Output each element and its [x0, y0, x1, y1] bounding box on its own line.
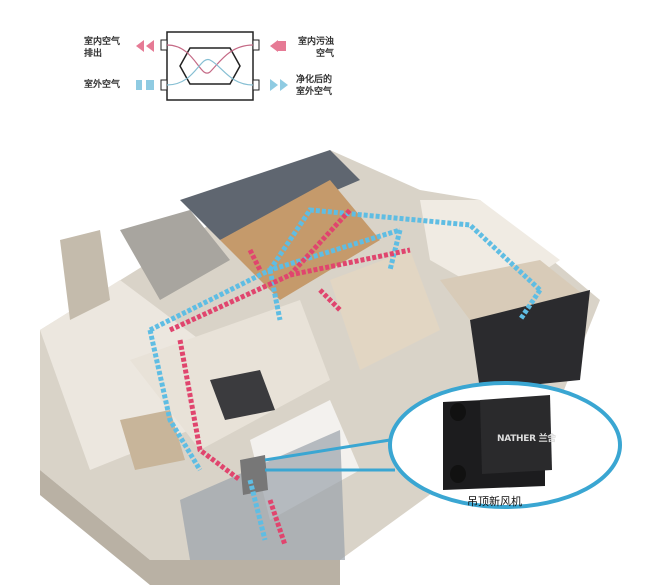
label-line: 净化后的 — [296, 75, 333, 85]
fresh-arrows-icon — [136, 79, 288, 91]
heat-exchanger-diagram — [136, 31, 288, 101]
label-line: 室内污浊 — [298, 37, 335, 47]
label-line: 排出 — [84, 49, 103, 59]
label-line: 室外空气 — [296, 87, 333, 97]
label-purified-air: 净化后的 室外空气 — [296, 74, 332, 98]
apartment-floorplan — [40, 150, 600, 585]
unit-caption: 吊顶新风机 — [467, 495, 522, 508]
label-outdoor-air: 室外空气 — [84, 80, 121, 90]
unit-callout — [264, 381, 622, 509]
label-line: 室内空气 — [84, 37, 121, 47]
label-line: 空气 — [316, 49, 335, 59]
fresh-air-ducts — [147, 207, 543, 541]
exhaust-air-ducts — [168, 208, 411, 546]
label-exhaust-out: 室内空气 排出 — [84, 36, 120, 60]
unit-brand-logo: NATHER 兰舍 — [497, 434, 556, 444]
exhaust-arrows-icon — [136, 40, 286, 52]
label-indoor-dirty-air: 室内污浊 空气 — [298, 36, 334, 60]
